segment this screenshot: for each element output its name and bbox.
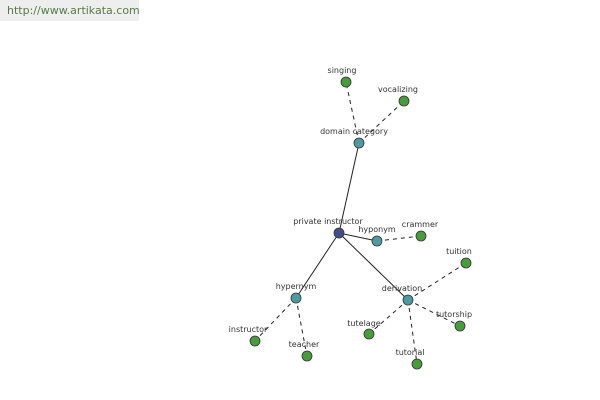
node-circle-tutorial[interactable] <box>411 358 423 370</box>
node-label-hyponym: hyponym <box>358 225 396 234</box>
node-singing[interactable]: singing <box>328 66 357 88</box>
edge-derivation-to-tutelage <box>368 299 409 335</box>
node-tutorial[interactable]: tutorial <box>396 348 425 370</box>
edge-root-to-domain-category <box>338 142 360 234</box>
edge-hypernym-to-instructor <box>254 297 297 342</box>
node-tutorship[interactable]: tutorship <box>436 310 472 332</box>
node-label-tutorial: tutorial <box>396 348 425 357</box>
edge-derivation-to-tuition <box>407 262 467 301</box>
node-domain-category[interactable]: domain category <box>320 127 388 149</box>
node-circle-singing[interactable] <box>340 76 352 88</box>
node-circle-vocalizing[interactable] <box>398 95 410 107</box>
node-tutelage[interactable]: tutelage <box>347 319 381 340</box>
node-circle-tuition[interactable] <box>460 257 472 269</box>
edge-root-to-hypernym <box>295 232 340 299</box>
node-circle-tutelage[interactable] <box>363 328 375 340</box>
node-label-singing: singing <box>328 66 357 75</box>
node-hypernym[interactable]: hypernym <box>276 282 317 304</box>
node-circle-tutorship[interactable] <box>454 320 466 332</box>
edge-domain-category-to-singing <box>345 81 360 144</box>
url-bar: http://www.artikata.com <box>0 0 140 21</box>
node-derivation[interactable]: derivation <box>382 284 422 306</box>
edge-hypernym-to-teacher <box>295 297 308 357</box>
edge-derivation-to-tutorial <box>407 299 418 365</box>
node-circle-hypernym[interactable] <box>290 292 302 304</box>
node-circle-teacher[interactable] <box>301 350 313 362</box>
node-label-hypernym: hypernym <box>276 282 317 291</box>
node-vocalizing[interactable]: vocalizing <box>378 85 418 107</box>
node-label-vocalizing: vocalizing <box>378 85 418 94</box>
node-circle-hyponym[interactable] <box>371 235 383 247</box>
node-label-tutorship: tutorship <box>436 310 472 319</box>
node-circle-derivation[interactable] <box>402 294 414 306</box>
node-hyponym[interactable]: hyponym <box>358 225 396 247</box>
node-circle-crammer[interactable] <box>415 230 427 242</box>
edge-hyponym-to-crammer <box>376 235 422 242</box>
node-label-crammer: crammer <box>402 220 439 229</box>
node-root[interactable]: private instructor <box>293 217 363 239</box>
node-tuition[interactable]: tuition <box>446 247 472 269</box>
node-label-derivation: derivation <box>382 284 422 293</box>
node-label-teacher: teacher <box>289 340 320 349</box>
node-label-tuition: tuition <box>446 247 472 256</box>
edge-root-to-derivation <box>338 232 409 301</box>
node-circle-root[interactable] <box>333 227 345 239</box>
node-teacher[interactable]: teacher <box>289 340 320 362</box>
nodes-layer: private instructor domain category singing… <box>229 66 472 370</box>
edge-derivation-to-tutorship <box>407 299 461 327</box>
node-label-instructor: instructor <box>229 325 268 334</box>
node-label-tutelage: tutelage <box>347 319 380 328</box>
node-label-domain-category: domain category <box>320 127 388 136</box>
node-circle-instructor[interactable] <box>249 335 261 347</box>
edge-root-to-hyponym <box>338 232 378 242</box>
edge-domain-category-to-vocalizing <box>358 100 405 144</box>
node-instructor[interactable]: instructor <box>229 325 268 347</box>
node-circle-domain-category[interactable] <box>353 137 365 149</box>
node-label-root: private instructor <box>293 217 363 226</box>
node-crammer[interactable]: crammer <box>402 220 439 242</box>
edges-layer <box>254 81 467 365</box>
site-url-link[interactable]: http://www.artikata.com <box>7 4 140 17</box>
